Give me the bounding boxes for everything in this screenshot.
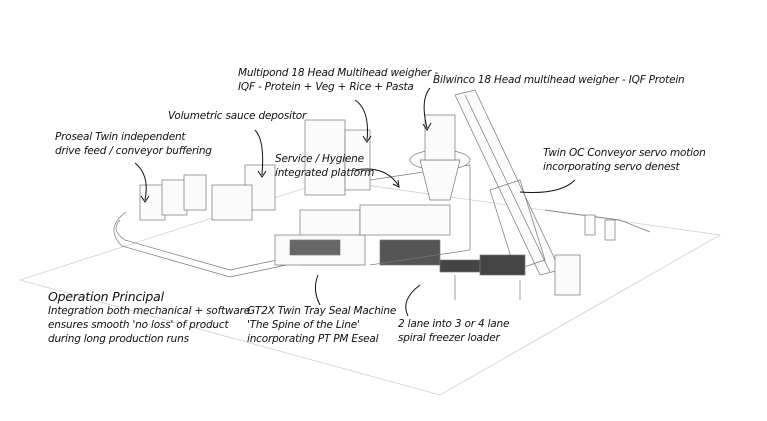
label-line: Service / Hygiene: [275, 153, 364, 165]
multipond-weigher-label: Multipond 18 Head Multihead weigher - IQ…: [238, 66, 438, 94]
gt2x-tray-sealer-label: GT2X Twin Tray Seal Machine 'The Spine o…: [247, 304, 396, 346]
label-line: Multipond 18 Head Multihead weigher -: [238, 67, 438, 79]
label-line: GT2X Twin Tray Seal Machine: [247, 305, 397, 317]
spiral-freezer-loader-label: 2 lane into 3 or 4 lane spiral freezer l…: [398, 317, 509, 345]
label-line: Volumetric sauce depositor: [168, 110, 307, 122]
label-line: incorporating servo denest: [543, 161, 680, 173]
label-line: 'The Spine of the Line': [247, 319, 360, 331]
label-line: drive feed / conveyor buffering: [55, 145, 212, 157]
label-line: Integration both mechanical + software: [48, 305, 251, 317]
label-line: incorporating PT PM Eseal: [247, 333, 379, 345]
label-line: Twin OC Conveyor servo motion: [543, 147, 706, 159]
operation-principal-label: Operation Principal Integration both mec…: [48, 289, 250, 346]
label-line: 2 lane into 3 or 4 lane: [398, 318, 510, 330]
label-line: ensures smooth 'no loss' of product: [48, 319, 229, 331]
service-platform-label: Service / Hygiene integrated platform: [275, 152, 374, 180]
label-line: Proseal Twin independent: [55, 131, 186, 143]
proseal-buffer-label: Proseal Twin independent drive feed / co…: [55, 130, 212, 158]
twin-oc-conveyor-label: Twin OC Conveyor servo motion incorporat…: [543, 146, 706, 174]
bilwinco-weigher-label: Bilwinco 18 Head multihead weigher - IQF…: [433, 73, 685, 87]
annotation-arrows: [134, 87, 576, 317]
line-equipment: [113, 89, 651, 300]
label-line: during long production runs: [48, 333, 189, 345]
label-line: integrated platform: [275, 167, 375, 179]
label-line: IQF - Protein + Veg + Rice + Pasta: [238, 81, 414, 93]
label-line: Bilwinco 18 Head multihead weigher - IQF…: [433, 74, 685, 86]
label-line: spiral freezer loader: [398, 332, 500, 344]
sauce-depositor-label: Volumetric sauce depositor: [168, 109, 306, 123]
label-title: Operation Principal: [48, 289, 164, 304]
